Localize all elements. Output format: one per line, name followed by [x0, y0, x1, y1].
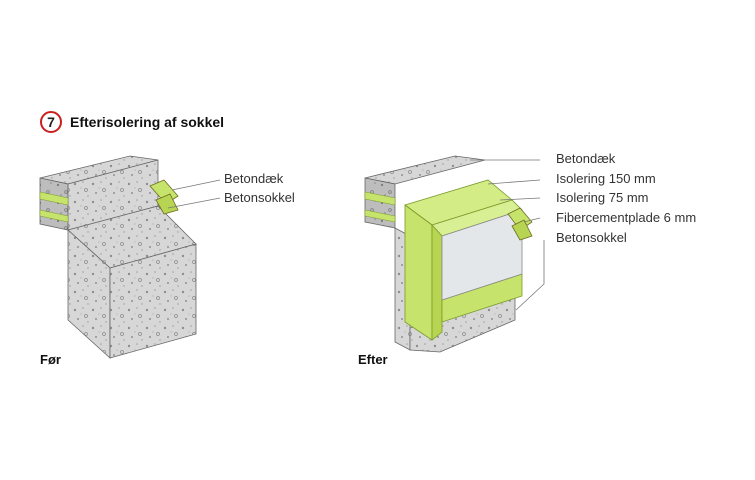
- after-label-fibercement: Fibercementplade 6 mm: [556, 210, 697, 225]
- after-drawing: [364, 155, 545, 353]
- after-leader-betonsokkel: [515, 240, 545, 311]
- before-caption: Før: [40, 352, 61, 367]
- before-drawing: [39, 155, 221, 359]
- figure-number-badge: 7: [40, 111, 62, 133]
- insulation-150-front: [404, 204, 433, 341]
- before-leader-betondaek: [171, 179, 221, 191]
- before-insulation-strip: [39, 209, 69, 223]
- after-caption: Efter: [358, 352, 388, 367]
- after-label-isolering-150: Isolering 150 mm: [556, 171, 656, 186]
- fibercement-board: [441, 209, 523, 301]
- before-insulation-strip: [39, 191, 69, 206]
- before-label-betonsokkel: Betonsokkel: [224, 190, 295, 205]
- after-insulation-strip: [364, 191, 396, 206]
- before-label-betondaek: Betondæk: [224, 171, 284, 186]
- before-leader-betonsokkel: [167, 197, 221, 209]
- insulation-75-front: [431, 223, 443, 341]
- after-insulation-strip: [364, 209, 396, 223]
- before-sokkel-front: [109, 243, 197, 359]
- after-label-betonsokkel: Betonsokkel: [556, 230, 627, 245]
- after-leader-isolering-150: [487, 179, 541, 185]
- figure-title: Efterisolering af sokkel: [70, 114, 225, 130]
- after-slab-top: [364, 155, 486, 185]
- after-beam-cut: [511, 219, 533, 241]
- before-beam-cut: [155, 193, 179, 215]
- after-label-betondaek: Betondæk: [556, 151, 616, 166]
- after-leader-fibercement: [523, 217, 541, 223]
- figure-title-row: 7 Efterisolering af sokkel: [40, 111, 224, 133]
- after-label-isolering-75: Isolering 75 mm: [556, 190, 649, 205]
- after-leader-isolering-75: [499, 197, 541, 201]
